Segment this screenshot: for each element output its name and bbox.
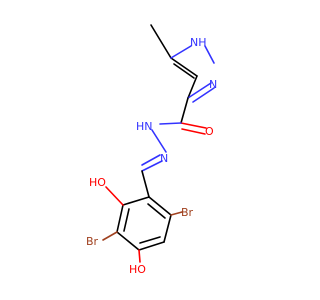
bond-ring-3 xyxy=(116,231,140,251)
bond-methyl xyxy=(150,24,172,59)
atom-nh-hydrazide: HN xyxy=(136,120,153,133)
bond-n1-n2 xyxy=(204,45,215,64)
bond-ring-5 xyxy=(163,214,172,243)
bond-ring-4 xyxy=(138,241,165,251)
atom-n-ring: N xyxy=(209,78,217,91)
bond-ring-6 xyxy=(148,196,172,216)
bond-c3-n2-double xyxy=(192,87,215,103)
bond-c-nh xyxy=(159,122,182,125)
atom-o-carbonyl: O xyxy=(205,125,214,138)
bond-ring-br-left xyxy=(102,231,118,241)
bond-ring-oh-para xyxy=(138,249,141,263)
bond-n-ch-double xyxy=(141,154,161,166)
bond-c5-c4 xyxy=(170,57,198,77)
atom-nh-ring: NH xyxy=(190,36,207,49)
bond-ring-2-double xyxy=(123,208,130,232)
bond-c3-n2 xyxy=(187,82,212,99)
atom-br-left: Br xyxy=(86,235,99,248)
bond-c3-carbonyl xyxy=(180,97,189,124)
bond-c5-c4-double xyxy=(173,63,195,79)
atom-oh-ortho: HO xyxy=(89,176,106,189)
bond-nh-n xyxy=(151,129,167,153)
bond-c5-n1 xyxy=(170,45,192,59)
bond-ring-2 xyxy=(116,204,124,233)
atom-br-right: Br xyxy=(181,206,194,219)
bond-ring-oh-ortho xyxy=(105,186,124,206)
bond-c4-c3 xyxy=(187,75,198,99)
atom-oh-para: HO xyxy=(129,263,146,276)
bond-ring-1 xyxy=(122,196,150,206)
bond-ring-6-double xyxy=(147,203,166,219)
atom-labels: NH N O HN N HO Br Br HO xyxy=(86,36,217,276)
bonds xyxy=(102,24,215,263)
bond-c-o-double xyxy=(181,128,206,135)
bond-ch-ring xyxy=(141,170,150,198)
atom-n-imine: N xyxy=(160,152,168,165)
bond-c-o xyxy=(180,122,207,129)
bond-ring-4-double xyxy=(139,236,161,244)
bond-ring-br-right xyxy=(170,211,183,216)
molecule-structure: NH N O HN N HO Br Br HO xyxy=(86,24,217,276)
bond-n-ch xyxy=(141,160,163,172)
